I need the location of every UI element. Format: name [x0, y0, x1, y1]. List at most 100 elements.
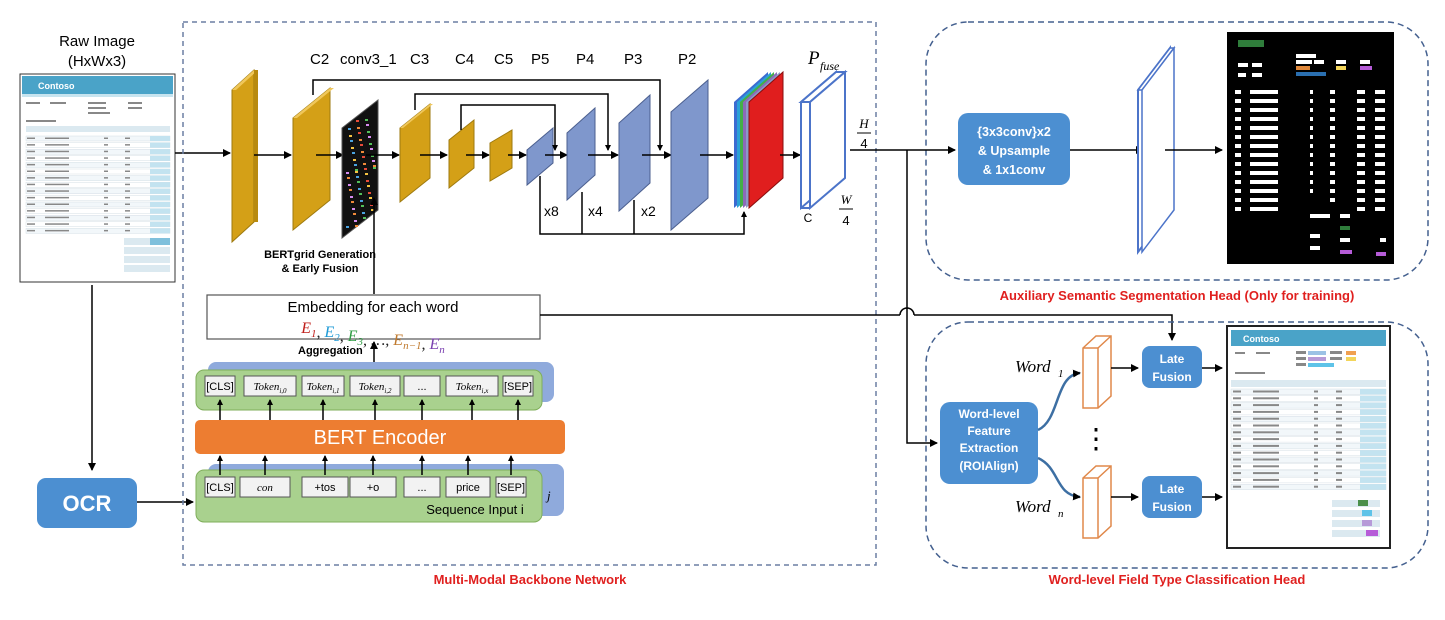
token-label: +o	[367, 482, 380, 494]
seg-conv-box: {3x3conv}x2 & Upsample & 1x1conv	[958, 113, 1070, 185]
upsample-p5-line	[539, 176, 747, 235]
feature-layer-c2	[292, 86, 334, 232]
embedding-term-sub: n	[439, 344, 445, 356]
embedding-term: E	[429, 336, 440, 353]
token-bottom: +tos	[301, 455, 349, 498]
label-c5: C5	[494, 51, 513, 68]
label-p5: P5	[531, 51, 549, 68]
late1-line2: Fusion	[1152, 370, 1191, 384]
wordn-base: Word	[1015, 497, 1051, 516]
bertgrid-line2: & Early Fusion	[281, 263, 358, 275]
word1-base: Word	[1015, 357, 1051, 376]
word-feat-line2: Feature	[967, 424, 1011, 438]
label-c3: C3	[410, 51, 429, 68]
sequence-input-label: Sequence Input i	[426, 502, 524, 517]
feature-layer-p2	[670, 78, 709, 232]
backbone-container	[182, 21, 877, 566]
late1-line1: Late	[1160, 352, 1185, 366]
label-pfuse: P fuse	[807, 48, 840, 73]
token-top: Tokeni,x	[445, 375, 499, 420]
token-label: [CLS]	[206, 381, 234, 393]
token-bottom: +o	[349, 455, 397, 498]
token-label: +tos	[314, 482, 336, 494]
wordn-feature-block	[1082, 465, 1112, 539]
embedding-term-sub: 3	[357, 336, 364, 348]
dim-c: C	[804, 211, 813, 225]
cls-head-container	[925, 321, 1429, 569]
feature-layer-c4	[448, 118, 475, 190]
label-pfuse-base: P	[807, 48, 820, 69]
cls-head-title: Word-level Field Type Classification Hea…	[1049, 572, 1306, 587]
word-feat-line1: Word-level	[958, 407, 1019, 421]
token-bottom: [SEP]	[495, 455, 527, 498]
embedding-term: E	[300, 320, 311, 337]
seg-mask-image	[1227, 32, 1394, 264]
wordn-label: Word n	[1015, 497, 1064, 520]
classified-document: Contoso	[1226, 325, 1391, 549]
raw-image-line1: Raw Image	[59, 33, 135, 50]
ocr-box: OCR	[37, 478, 137, 528]
raw-image-label: Raw Image (HxWx3)	[59, 33, 135, 70]
token-bottom: [CLS]	[204, 455, 236, 498]
sequence-j-label: j	[545, 488, 551, 503]
token-top: [CLS]	[204, 375, 236, 420]
token-label: [CLS]	[206, 482, 234, 494]
dim-w4: W 4	[839, 192, 853, 228]
embedding-term: E	[392, 332, 403, 349]
label-c4: C4	[455, 51, 474, 68]
vertical-dots: ⋮	[1082, 423, 1110, 454]
seg-head-container	[925, 21, 1429, 281]
label-conv3-1: conv3_1	[340, 51, 397, 68]
feature-layer-p4	[566, 106, 596, 202]
seg-output-layer	[1136, 45, 1176, 255]
embedding-term: E	[347, 328, 358, 345]
ocr-label: OCR	[63, 491, 112, 516]
word1-label: Word 1	[1015, 357, 1064, 380]
token-label: Tokeni,1	[306, 381, 339, 395]
embedding-title: Embedding for each word	[288, 299, 459, 316]
late-fusion-2: Late Fusion	[1142, 476, 1202, 518]
arrow-pfuse-to-word-feat	[906, 150, 938, 447]
raw-image-line2: (HxWx3)	[68, 53, 126, 70]
dim-h-num: H	[858, 116, 869, 131]
label-pfuse-sub: fuse	[820, 59, 840, 73]
embedding-box: Embedding for each word E1, E2, E3, …, E…	[206, 294, 541, 356]
feature-layer-input	[231, 68, 258, 244]
token-label: Tokeni,x	[456, 381, 490, 395]
token-top: Tokeni,2	[349, 375, 401, 420]
arrow-to-wordn-feature	[1037, 456, 1081, 501]
late2-line1: Late	[1160, 482, 1185, 496]
seg-box-line1: {3x3conv}x2	[977, 125, 1051, 139]
feature-layer-c5	[489, 129, 513, 182]
word-feature-box: Word-level Feature Extraction (ROIAlign)	[940, 402, 1038, 484]
dim-w-den: 4	[842, 213, 849, 228]
feature-stack-concat	[734, 70, 784, 210]
word1-sub: 1	[1058, 368, 1064, 380]
token-top: Tokeni,1	[301, 375, 345, 420]
token-label: price	[456, 482, 480, 494]
token-label: [SEP]	[497, 482, 525, 494]
embedding-terms: E1, E2, E3, …, En−1, En	[300, 320, 445, 356]
upsample-x2: x2	[641, 203, 656, 219]
label-p3: P3	[624, 51, 642, 68]
backbone-title: Multi-Modal Backbone Network	[434, 572, 628, 587]
bertgrid-line1: BERTgrid Generation	[264, 249, 376, 261]
arrow-to-word1-feature	[1037, 369, 1081, 432]
token-top: [SEP]	[502, 375, 534, 420]
skip-c4-to-p4	[460, 104, 558, 151]
feature-layer-p5	[526, 126, 554, 187]
dim-w-num: W	[841, 192, 853, 207]
word-feat-line3: Extraction	[960, 441, 1019, 455]
aggregation-label: Aggregation	[298, 345, 363, 357]
embedding-term-sub: 2	[334, 332, 340, 344]
token-label: Tokeni,0	[253, 381, 287, 395]
token-label: con	[257, 482, 273, 494]
arrow-embedding-to-late-fusion	[914, 314, 1176, 341]
token-bottom: con	[239, 455, 291, 498]
upsample-x8: x8	[544, 203, 559, 219]
label-p2: P2	[678, 51, 696, 68]
token-bottom: ...	[403, 455, 441, 498]
embedding-term-sub: 1	[311, 328, 317, 340]
skip-c2-to-p2	[312, 79, 663, 151]
